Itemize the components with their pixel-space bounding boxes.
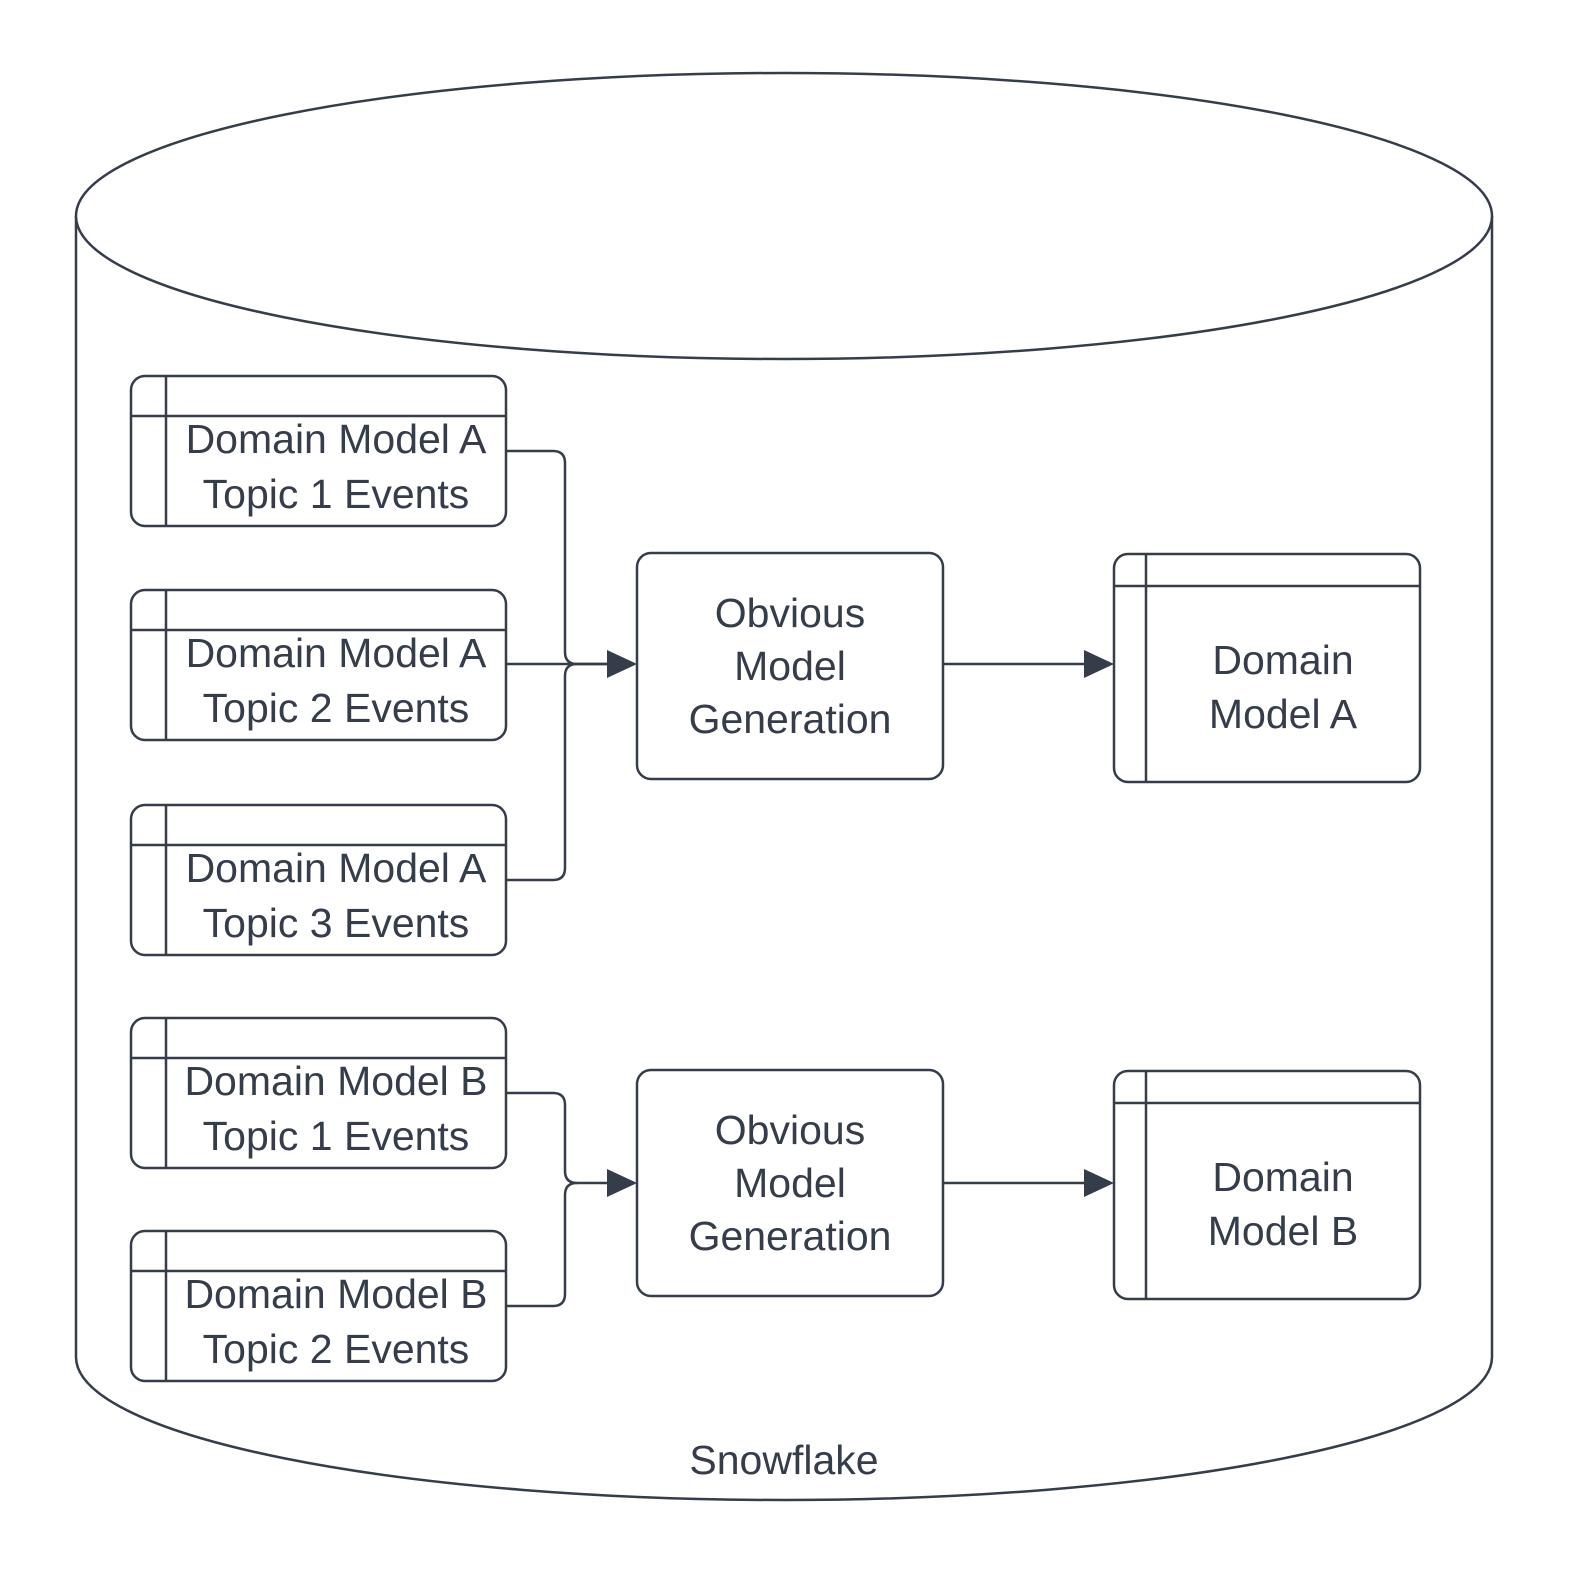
connectors-group-a: [506, 449, 1114, 882]
process-box-b: Obvious Model Generation: [635, 1068, 945, 1298]
source-table-a-topic1: Domain Model A Topic 1 Events: [129, 374, 508, 528]
process-label-line: Obvious: [715, 1107, 865, 1153]
table-label-line: Domain Model A: [186, 630, 487, 676]
table-outline: [1112, 1069, 1422, 1301]
table-label-line: Topic 2 Events: [203, 1326, 470, 1372]
connectors-group-b: [506, 1091, 1114, 1308]
table-label-line: Topic 1 Events: [203, 1113, 470, 1159]
table-label-line: Topic 2 Events: [203, 685, 470, 731]
table-label-line: Domain: [1212, 637, 1353, 683]
table-label-line: Model A: [1209, 691, 1358, 737]
connector-b-topic2: [506, 1181, 578, 1308]
table-label-line: Domain Model B: [184, 1058, 487, 1104]
table-label-line: Domain Model B: [184, 1271, 487, 1317]
process-label-line: Generation: [689, 696, 892, 742]
table-outline: [1112, 552, 1422, 784]
output-table-model-b: Domain Model B: [1112, 1069, 1422, 1301]
source-table-a-topic2: Domain Model A Topic 2 Events: [129, 588, 508, 742]
table-outline: [129, 374, 508, 528]
table-outline: [129, 1016, 508, 1170]
process-label-line: Model: [734, 643, 846, 689]
table-outline: [129, 588, 508, 742]
table-label-line: Domain Model A: [186, 845, 487, 891]
process-outline: [635, 1068, 945, 1298]
table-label-line: Topic 1 Events: [203, 471, 470, 517]
table-label-line: Domain: [1212, 1154, 1353, 1200]
table-label-line: Domain Model A: [186, 416, 487, 462]
process-outline: [635, 551, 945, 781]
table-label-line: Model B: [1208, 1208, 1358, 1254]
source-table-a-topic3: Domain Model A Topic 3 Events: [129, 803, 508, 957]
table-label-line: Topic 3 Events: [203, 900, 470, 946]
arrowhead-into-process-b: [607, 1169, 637, 1197]
process-box-a: Obvious Model Generation: [635, 551, 945, 781]
output-table-model-a: Domain Model A: [1112, 552, 1422, 784]
cylinder-top-ellipse: [74, 71, 1494, 361]
arrowhead-into-model-a: [1084, 650, 1114, 678]
arrowhead-into-process-a: [607, 650, 637, 678]
source-table-b-topic2: Domain Model B Topic 2 Events: [129, 1229, 508, 1383]
source-table-b-topic1: Domain Model B Topic 1 Events: [129, 1016, 508, 1170]
table-outline: [129, 1229, 508, 1383]
connector-a-topic3: [506, 662, 578, 882]
process-label-line: Generation: [689, 1213, 892, 1259]
process-label-line: Obvious: [715, 590, 865, 636]
table-outline: [129, 803, 508, 957]
arrowhead-into-model-b: [1084, 1169, 1114, 1197]
process-label-line: Model: [734, 1160, 846, 1206]
cylinder-label: Snowflake: [689, 1437, 878, 1483]
